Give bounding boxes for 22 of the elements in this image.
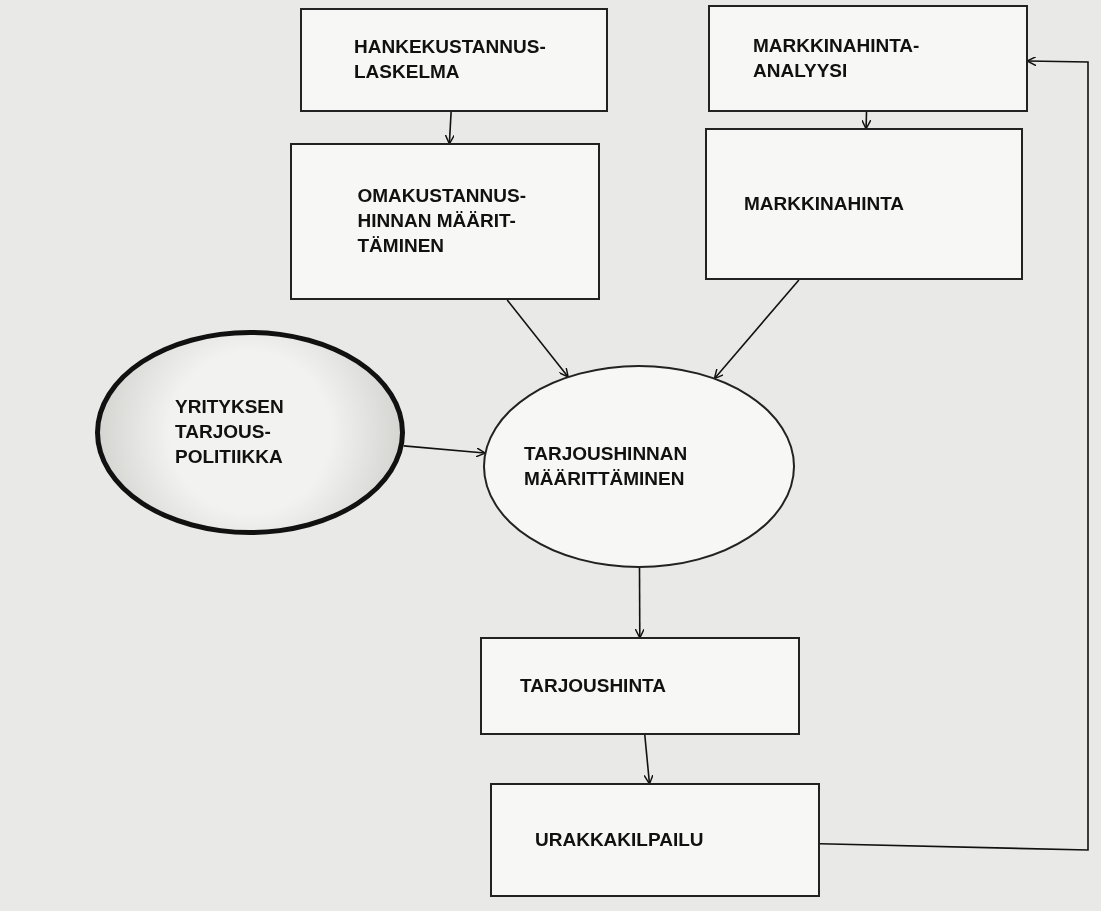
node-label: MARKKINAHINTA: [744, 191, 906, 216]
process-box: [708, 5, 1028, 112]
process-box: [490, 783, 820, 897]
node-label: HANKEKUSTANNUS-LASKELMA: [354, 35, 547, 84]
arrow: [819, 55, 1089, 851]
arrow: [643, 734, 654, 785]
node-label: OMAKUSTANNUS-HINNAN MÄÄRIT-TÄMINEN: [357, 184, 528, 258]
arrow: [402, 445, 486, 458]
arrow: [713, 279, 800, 380]
arrow: [506, 299, 569, 378]
node-label: URAKKAKILPAILU: [535, 827, 705, 852]
node-label: YRITYKSEN TARJOUS-POLITIIKKA: [175, 395, 285, 469]
arrow: [861, 111, 872, 130]
node-label: MARKKINAHINTA-ANALYYSI: [753, 33, 921, 83]
arrow: [444, 111, 456, 145]
node-label: TARJOUSHINTA: [520, 673, 668, 698]
process-box: [705, 128, 1023, 280]
process-box: [480, 637, 800, 735]
arrow: [634, 567, 645, 639]
process-box: [300, 8, 608, 112]
node-label: TARJOUSHINNAN MÄÄRITTÄMINEN: [524, 441, 689, 491]
process-box: [290, 143, 600, 300]
